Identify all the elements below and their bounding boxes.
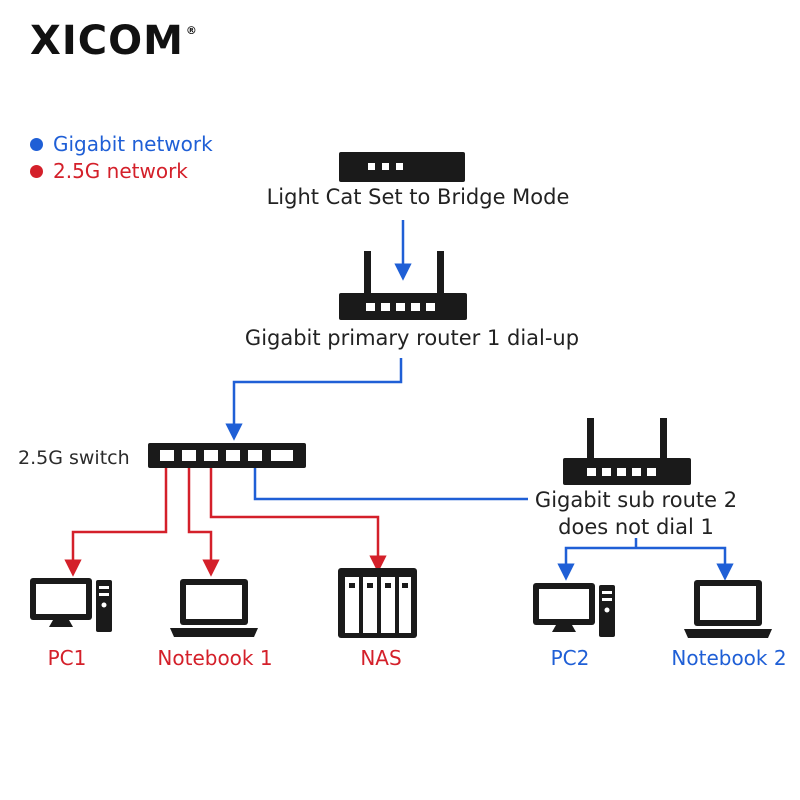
legend-gigabit-label: Gigabit network <box>53 132 213 156</box>
legend-gigabit: Gigabit network <box>30 132 213 156</box>
link-router-to-switch <box>225 358 403 441</box>
pc1-label: PC1 <box>47 646 87 670</box>
legend-2-5g-label: 2.5G network <box>53 159 188 183</box>
nas-label: NAS <box>360 646 402 670</box>
primary-router-icon <box>339 251 467 320</box>
pc2-desktop-icon <box>533 583 615 637</box>
brand-name: XICOM <box>30 18 184 64</box>
sub-router-icon <box>563 418 691 485</box>
light-cat-label: Light Cat Set to Bridge Mode <box>266 185 570 209</box>
switch-icon <box>148 443 306 468</box>
notebook1-label: Notebook 1 <box>157 646 273 670</box>
switch-label: 2.5G switch <box>18 447 130 469</box>
notebook2-label: Notebook 2 <box>671 646 787 670</box>
link-subrouter-to-notebook2 <box>636 546 734 581</box>
brand-logo: XICOM® <box>30 18 198 64</box>
notebook2-laptop-icon <box>684 580 772 638</box>
red-dot-icon <box>30 164 43 178</box>
pc2-label: PC2 <box>550 646 590 670</box>
link-switch-to-notebook1 <box>187 468 220 577</box>
sub-router-label-line1: Gigabit sub route 2 <box>534 488 738 512</box>
light-cat-modem-icon <box>339 152 465 182</box>
link-subrouter-to-pc2 <box>557 546 636 581</box>
link-switch-to-nas <box>209 468 387 573</box>
nas-server-icon <box>338 568 417 638</box>
sub-router-label-line2: does not dial 1 <box>558 515 714 539</box>
registered-mark: ® <box>185 23 198 37</box>
link-switch-to-subrouter <box>253 468 528 501</box>
notebook1-laptop-icon <box>170 579 258 637</box>
pc1-desktop-icon <box>30 578 112 632</box>
legend-2-5g: 2.5G network <box>30 159 188 183</box>
primary-router-label: Gigabit primary router 1 dial-up <box>244 326 580 350</box>
link-switch-to-pc1 <box>64 468 168 577</box>
blue-dot-icon <box>30 137 43 151</box>
